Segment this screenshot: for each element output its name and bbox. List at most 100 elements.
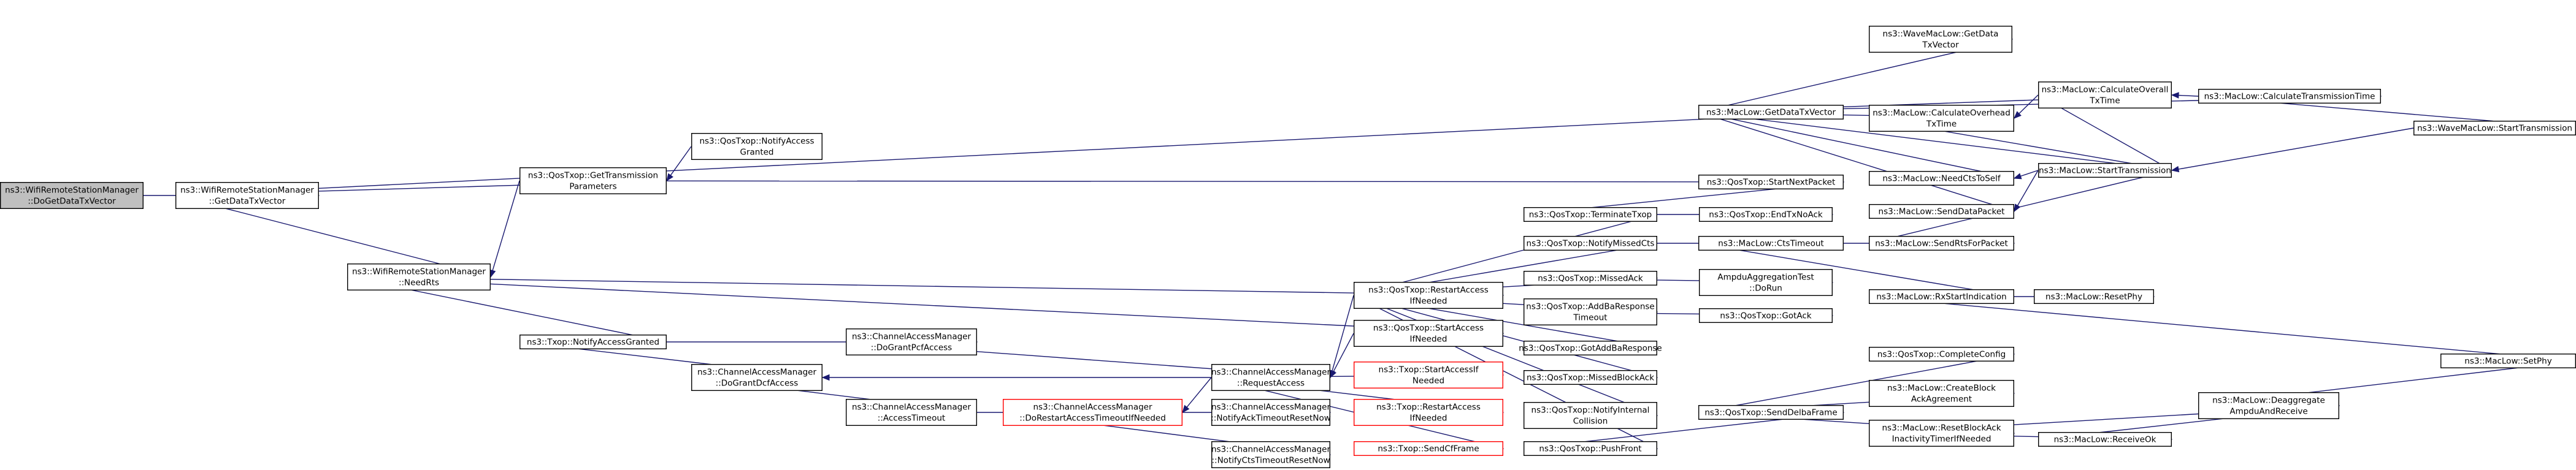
function-name-line: AckAgreement: [1911, 395, 1972, 404]
function-name-line: ns3::WifiRemoteStationManager: [352, 267, 486, 277]
function-node[interactable]: ns3::QosTxop::MissedAck: [1523, 271, 1657, 286]
function-name-line: ::GetDataTxVector: [209, 197, 286, 207]
function-name-line: IfNeeded: [1410, 414, 1447, 423]
function-name-line: ns3::QosTxop::MissedAck: [1538, 274, 1643, 284]
function-name-line: ns3::MacLow::RxStartIndication: [1876, 292, 2006, 302]
function-nodes: ns3::WifiRemoteStationManager::DoGetData…: [0, 26, 2576, 469]
function-name-line: IfNeeded: [1410, 297, 1447, 306]
function-node[interactable]: ns3::QosTxop::MissedBlockAck: [1523, 370, 1657, 385]
function-node[interactable]: ns3::MacLow::RxStartIndication: [1868, 289, 2014, 305]
function-name-line: ns3::ChannelAccessManager: [1211, 403, 1331, 412]
function-name-line: ::DoGrantDcfAccess: [716, 379, 799, 389]
function-node[interactable]: ns3::QosTxop::SendDelbaFrame: [1698, 405, 1844, 420]
function-name-line: ns3::QosTxop::SendDelbaFrame: [1704, 408, 1837, 418]
function-name-line: ns3::QosTxop::NotifyMissedCts: [1527, 239, 1655, 249]
function-node[interactable]: ns3::ChannelAccessManager::DoGrantDcfAcc…: [691, 364, 822, 392]
function-name-line: ns3::MacLow::GetDataTxVector: [1706, 108, 1836, 118]
function-node[interactable]: ns3::WaveMacLow::StartTransmission: [2413, 120, 2576, 135]
function-node[interactable]: ns3::QosTxop::CompleteConfig: [1868, 347, 2014, 362]
function-node[interactable]: ns3::MacLow::SetPhy: [2440, 354, 2576, 369]
function-name-line: ns3::Txop::SendCfFrame: [1378, 444, 1479, 454]
function-node[interactable]: ns3::WifiRemoteStationManager::NeedRts: [347, 263, 491, 291]
function-name-line: ::NeedRts: [399, 278, 439, 288]
function-name-line: ::DoRun: [1749, 284, 1782, 294]
function-node[interactable]: ns3::ChannelAccessManager::RequestAccess: [1211, 364, 1331, 392]
function-node[interactable]: ns3::MacLow::SendRtsForPacket: [1868, 236, 2014, 251]
function-name-line: IfNeeded: [1410, 335, 1447, 344]
function-node[interactable]: ns3::ChannelAccessManager::AccessTimeout: [845, 399, 977, 426]
function-name-line: ::DoGrantPcfAccess: [871, 343, 952, 353]
function-name-line: ns3::QosTxop::StartNextPacket: [1707, 178, 1836, 188]
function-node[interactable]: ns3::QosTxop::EndTxNoAck: [1698, 207, 1833, 222]
function-node[interactable]: ns3::Txop::SendCfFrame: [1353, 441, 1503, 457]
function-name-line: ns3::ChannelAccessManager: [1211, 445, 1331, 455]
call-edge: [821, 374, 1211, 381]
call-edge: [2171, 92, 2199, 99]
function-name-line: ns3::QosTxop::NotifyInternal: [1531, 406, 1650, 415]
function-node[interactable]: AmpduAggregationTest::DoRun: [1698, 269, 1833, 297]
function-node[interactable]: ns3::MacLow::ResetPhy: [2033, 289, 2154, 305]
function-node[interactable]: ns3::MacLow::GetDataTxVector: [1698, 104, 1844, 119]
call-edges: [0, 37, 2576, 457]
function-name-line: InactivityTimerIfNeeded: [1892, 434, 1991, 444]
function-node[interactable]: ns3::QosTxop::NotifyAccessGranted: [691, 132, 822, 160]
function-name-line: ns3::ChannelAccessManager: [852, 332, 972, 342]
function-name-line: Needed: [1413, 376, 1444, 386]
function-name-line: ns3::Txop::StartAccessIf: [1379, 365, 1479, 375]
function-node[interactable]: ns3::ChannelAccessManager::NotifyAckTime…: [1211, 399, 1331, 426]
function-name-line: ns3::WaveMacLow::StartTransmission: [2417, 124, 2572, 134]
function-node[interactable]: ns3::MacLow::ResetBlockAckInactivityTime…: [1868, 420, 2014, 447]
function-name-line: ns3::MacLow::Deaggregate: [2212, 396, 2325, 406]
function-node[interactable]: ns3::MacLow::SendDataPacket: [1868, 204, 2014, 219]
function-name-line: Granted: [740, 148, 773, 157]
function-name-line: AmpduAndReceive: [2229, 407, 2307, 417]
function-name-line: ns3::QosTxop::StartAccess: [1373, 324, 1484, 333]
function-node[interactable]: ns3::ChannelAccessManager::DoRestartAcce…: [1002, 399, 1183, 426]
function-node[interactable]: ns3::MacLow::StartTransmission: [2037, 163, 2172, 178]
function-node[interactable]: ns3::ChannelAccessManager::DoGrantPcfAcc…: [845, 328, 977, 356]
function-name-line: ns3::MacLow::ResetPhy: [2045, 292, 2142, 302]
function-name-line: ns3::QosTxop::PushFront: [1539, 444, 1641, 454]
function-node[interactable]: ns3::MacLow::NeedCtsToSelf: [1868, 171, 2014, 186]
function-name-line: Timeout: [1573, 313, 1607, 323]
function-name-line: ns3::MacLow::CalculateOverhead: [1873, 108, 2011, 118]
function-node[interactable]: ns3::QosTxop::GotAck: [1698, 308, 1833, 324]
function-name-line: ns3::MacLow::ReceiveOk: [2054, 435, 2156, 445]
function-name-line: ns3::QosTxop::MissedBlockAck: [1527, 373, 1654, 383]
function-name-line: ns3::QosTxop::GotAddBaResponse: [1519, 344, 1662, 354]
function-name-line: ::AccessTimeout: [878, 414, 945, 423]
function-node[interactable]: ns3::QosTxop::StartNextPacket: [1698, 175, 1844, 190]
function-node[interactable]: ns3::QosTxop::GotAddBaResponse: [1519, 341, 1662, 356]
function-node[interactable]: ns3::ChannelAccessManager::NotifyCtsTime…: [1211, 441, 1331, 469]
call-edge: [347, 276, 1505, 299]
function-name-line: ns3::Txop::RestartAccess: [1376, 403, 1481, 412]
function-name-line: ns3::MacLow::SendRtsForPacket: [1875, 239, 2008, 249]
function-node[interactable]: ns3::WifiRemoteStationManager::GetDataTx…: [175, 182, 320, 210]
function-name-line: ns3::MacLow::CreateBlock: [1887, 384, 1996, 393]
function-node[interactable]: ns3::WaveMacLow::GetDataTxVector: [1868, 26, 2012, 53]
function-name-line: ns3::MacLow::CalculateTransmissionTime: [2204, 92, 2375, 102]
function-node[interactable]: ns3::Txop::NotifyAccessGranted: [519, 335, 667, 350]
function-node[interactable]: ns3::MacLow::CalculateTransmissionTime: [2198, 88, 2381, 104]
function-name-line: ns3::MacLow::StartTransmission: [2039, 166, 2171, 176]
function-name-line: ns3::MacLow::NeedCtsToSelf: [1882, 174, 2001, 184]
call-edge: [2014, 94, 2039, 119]
function-node[interactable]: ns3::QosTxop::TerminateTxop: [1523, 207, 1657, 222]
function-name-line: ns3::QosTxop::GotAck: [1720, 311, 1811, 321]
function-node[interactable]: ns3::MacLow::ReceiveOk: [2037, 432, 2172, 447]
function-node[interactable]: ns3::QosTxop::PushFront: [1523, 441, 1657, 457]
function-node[interactable]: ns3::MacLow::CtsTimeout: [1698, 236, 1844, 251]
function-node[interactable]: ns3::QosTxop::NotifyMissedCts: [1523, 236, 1657, 251]
function-name-line: ns3::QosTxop::EndTxNoAck: [1709, 210, 1823, 220]
